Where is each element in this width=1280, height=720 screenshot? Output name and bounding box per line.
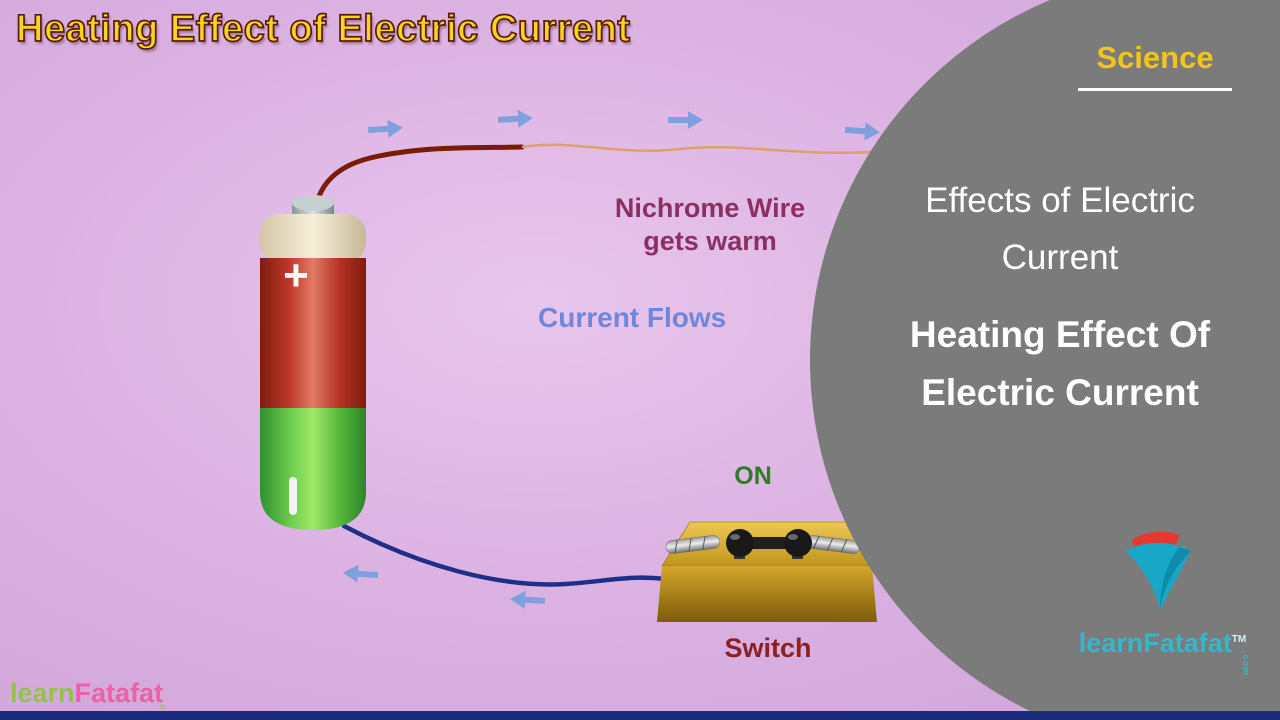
knob-highlight-left xyxy=(730,534,740,540)
lesson-title-line1: Heating Effect Of xyxy=(909,314,1211,355)
watermark-wordmark: learnFatafat.com xyxy=(10,678,188,720)
subject-label: Science xyxy=(1096,40,1214,75)
current-arrow xyxy=(342,563,379,585)
lesson-title: Heating Effect Of Electric Current xyxy=(860,306,1260,422)
brand-domain: .com xyxy=(1241,651,1252,677)
wire-top-red xyxy=(311,144,525,217)
switch-screw-left xyxy=(665,535,721,554)
switch-knob-right xyxy=(784,529,812,557)
course-title: Effects of Electric Current xyxy=(860,172,1260,286)
current-arrow xyxy=(497,109,534,129)
wire-nichrome xyxy=(521,143,887,155)
switch-front-face xyxy=(657,566,877,622)
wire-bottom-blue xyxy=(341,523,669,587)
current-arrow xyxy=(367,118,404,140)
course-title-line1: Effects of Electric xyxy=(925,181,1195,220)
learnfatafat-wordmark: learnFatafatTM .com xyxy=(1050,628,1280,676)
battery-terminal-top xyxy=(292,195,334,211)
current-arrow xyxy=(509,590,546,610)
battery-green-body xyxy=(260,408,366,530)
switch-knob-left xyxy=(726,529,754,557)
switch-state-label: ON xyxy=(734,462,772,490)
current-flows-label: Current Flows xyxy=(538,302,727,333)
battery-positive-symbol: + xyxy=(283,251,309,300)
logo-teal-shade xyxy=(1160,547,1191,610)
brand-trademark: TM xyxy=(1231,634,1247,645)
battery-red-body xyxy=(260,258,366,408)
switch xyxy=(657,521,877,622)
current-arrow xyxy=(844,120,881,142)
current-arrow xyxy=(668,111,703,129)
nichrome-wire-label-line2: gets warm xyxy=(643,226,777,256)
bottom-bar xyxy=(0,711,1280,720)
slide-title: Heating Effect of Electric Current xyxy=(15,7,631,51)
nichrome-wire-label: Nichrome Wire gets warm xyxy=(590,192,830,258)
nichrome-wire-label-line1: Nichrome Wire xyxy=(614,193,806,223)
subject-underline xyxy=(1078,88,1232,91)
knob-highlight-right xyxy=(788,534,798,540)
battery-cap xyxy=(260,214,366,262)
wires xyxy=(311,143,887,587)
watermark-fatafat: Fatafat xyxy=(74,678,164,708)
watermark-learn: learn xyxy=(10,678,75,708)
brand-name: learnFatafat xyxy=(1078,628,1232,658)
switch-caption: Switch xyxy=(724,633,812,663)
course-title-line2: Current xyxy=(1001,238,1119,277)
battery-negative-symbol xyxy=(289,477,297,515)
lesson-title-line2: Electric Current xyxy=(921,372,1199,413)
learnfatafat-logo-icon xyxy=(1125,531,1191,610)
battery: + xyxy=(260,195,366,530)
